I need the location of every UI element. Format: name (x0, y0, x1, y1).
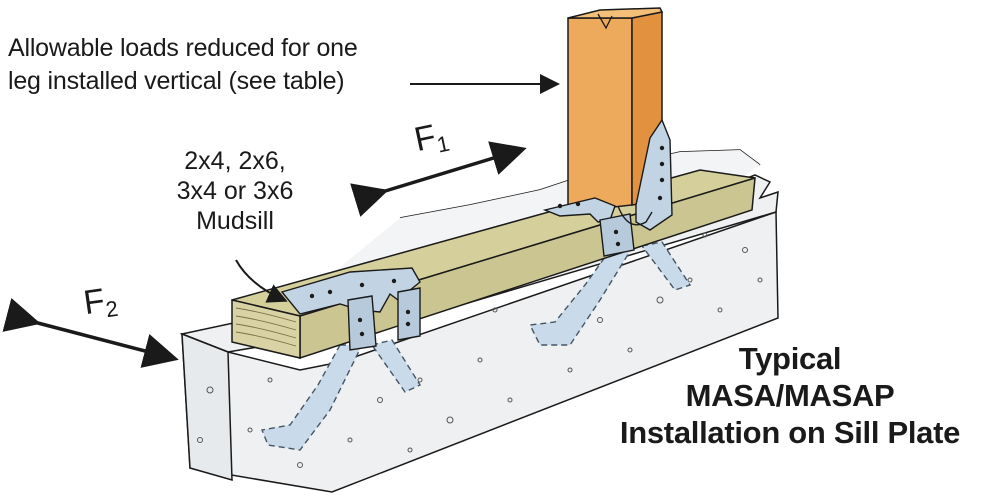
left-anchor-embedded-leg (261, 344, 364, 451)
left-anchor-top-flange (280, 267, 421, 315)
left-masa-anchor (280, 267, 421, 351)
post-top-split (597, 13, 613, 30)
mudsill-size-note: 2x4, 2x6, 3x4 or 3x6 Mudsill (150, 146, 320, 236)
mudsill-size-note-line-2: 3x4 or 3x6 (176, 177, 294, 205)
post-top-face (567, 7, 664, 19)
f2-force-label: F2 (81, 280, 120, 326)
right-anchor-embedded-leg (528, 247, 634, 346)
caption-line-2: MASA/MASAP (685, 378, 895, 413)
wood-post (567, 7, 664, 213)
allowable-loads-note-line-1: Allowable loads reduced for one (8, 34, 358, 62)
caption-line-1: Typical (738, 341, 842, 376)
left-anchor-side-leg-2 (397, 287, 421, 341)
right-anchor-bend (617, 205, 653, 226)
mudsill-end-grain (231, 299, 301, 359)
left-anchor-side-leg (347, 295, 377, 351)
mudsill-note-leader (235, 259, 288, 303)
mudsill-grain-lines (235, 307, 297, 347)
right-anchor-front-leg (599, 213, 635, 257)
caption-line-3: Installation on Sill Plate (619, 415, 961, 450)
left-anchor-embedded-leg-2 (370, 339, 422, 393)
allowable-loads-note-line-2: leg installed vertical (see table) (8, 67, 345, 95)
right-anchor-embedded-leg-2 (640, 241, 692, 291)
foundation-end-face (181, 332, 233, 482)
foundation-front-face (181, 210, 779, 493)
embedded-anchor-legs (261, 241, 692, 451)
allowable-loads-note: Allowable loads reduced for one leg inst… (8, 32, 358, 98)
post-front-face (567, 17, 633, 213)
f1-force-arrow (350, 141, 527, 217)
right-masa-anchor (542, 118, 673, 257)
mudsill-size-note-line-1: 2x4, 2x6, (184, 147, 286, 175)
f2-letter: F (81, 281, 108, 323)
mudsill-size-note-line-3: Mudsill (196, 207, 274, 235)
f2-force-arrow (2, 297, 179, 368)
installation-caption: Typical MASA/MASAP Installation on Sill … (590, 340, 990, 451)
